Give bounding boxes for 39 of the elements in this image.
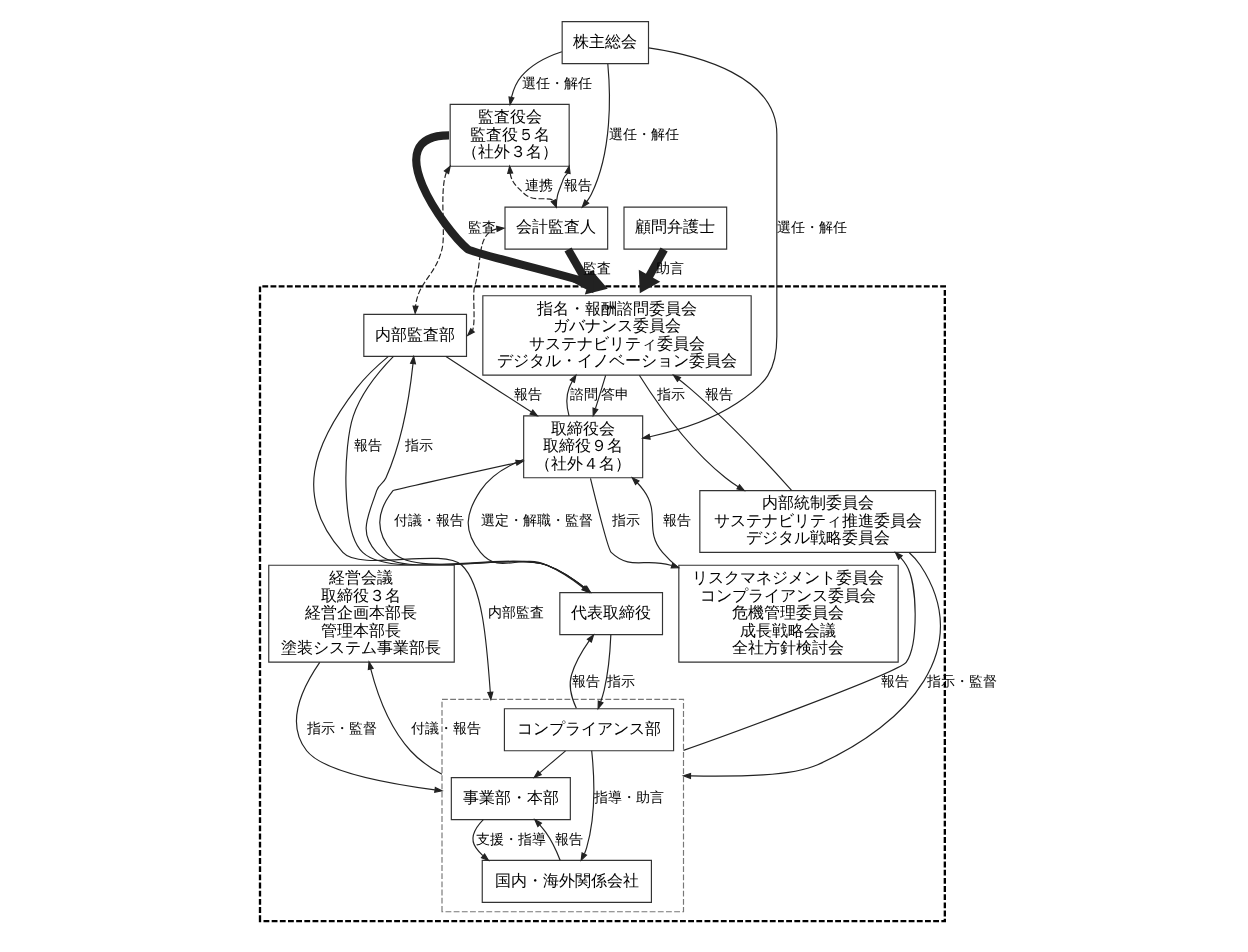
arrow — [641, 47, 778, 440]
node-box: 国内・海外関係会社 — [481, 859, 652, 903]
arrow — [466, 225, 506, 337]
arrow — [682, 551, 916, 751]
arrow — [555, 164, 571, 208]
node-box: 内部監査部 — [363, 313, 468, 357]
node-box: 株主総会 — [561, 21, 650, 65]
arrow — [638, 374, 746, 492]
node-box: 監査役会 監査役５名 （社外３名） — [449, 103, 570, 167]
node-box: 顧問弁護士 — [623, 206, 728, 250]
arrow — [581, 63, 610, 209]
arrow — [681, 552, 942, 780]
arrow — [445, 356, 539, 417]
arrow — [564, 247, 594, 294]
arrow — [412, 164, 452, 315]
arrow — [569, 633, 595, 709]
node-box: 会計監査人 — [504, 206, 609, 250]
node-box: 指名・報酬諮問委員会 ガバナンス委員会 サステナビリティ委員会 デジタル・イノベーション委員会 — [482, 295, 752, 376]
node-box: 取締役会 取締役９名 （社外４名） — [523, 415, 644, 479]
arrow — [313, 356, 494, 702]
arrow — [638, 247, 668, 294]
node-box: 内部統制委員会 サステナビリティ推進委員会 デジタル戦略委員会 — [699, 490, 937, 553]
node-box: 代表取締役 — [559, 592, 664, 636]
arrow — [566, 373, 577, 417]
arrow — [367, 660, 443, 775]
arrow — [472, 819, 490, 862]
arrow — [580, 750, 595, 862]
arrow — [532, 750, 567, 779]
node-box: 経営会議 取締役３名 経営企画本部長 管理本部長 塗装システム事業部長 — [268, 564, 455, 663]
node-box: リスクマネジメント委員会 コンプライアンス委員会 危機管理委員会 成長戦略会議 全社方針検討会 — [678, 564, 899, 663]
node-box: コンプライアンス部 — [503, 708, 675, 752]
arrow — [506, 164, 558, 209]
arrow — [672, 374, 793, 491]
arrow — [508, 51, 563, 107]
arrow — [296, 661, 444, 794]
arrow — [597, 634, 612, 711]
arrow — [533, 818, 561, 861]
node-box: 事業部・本部 — [450, 777, 571, 821]
arrow — [592, 374, 607, 418]
